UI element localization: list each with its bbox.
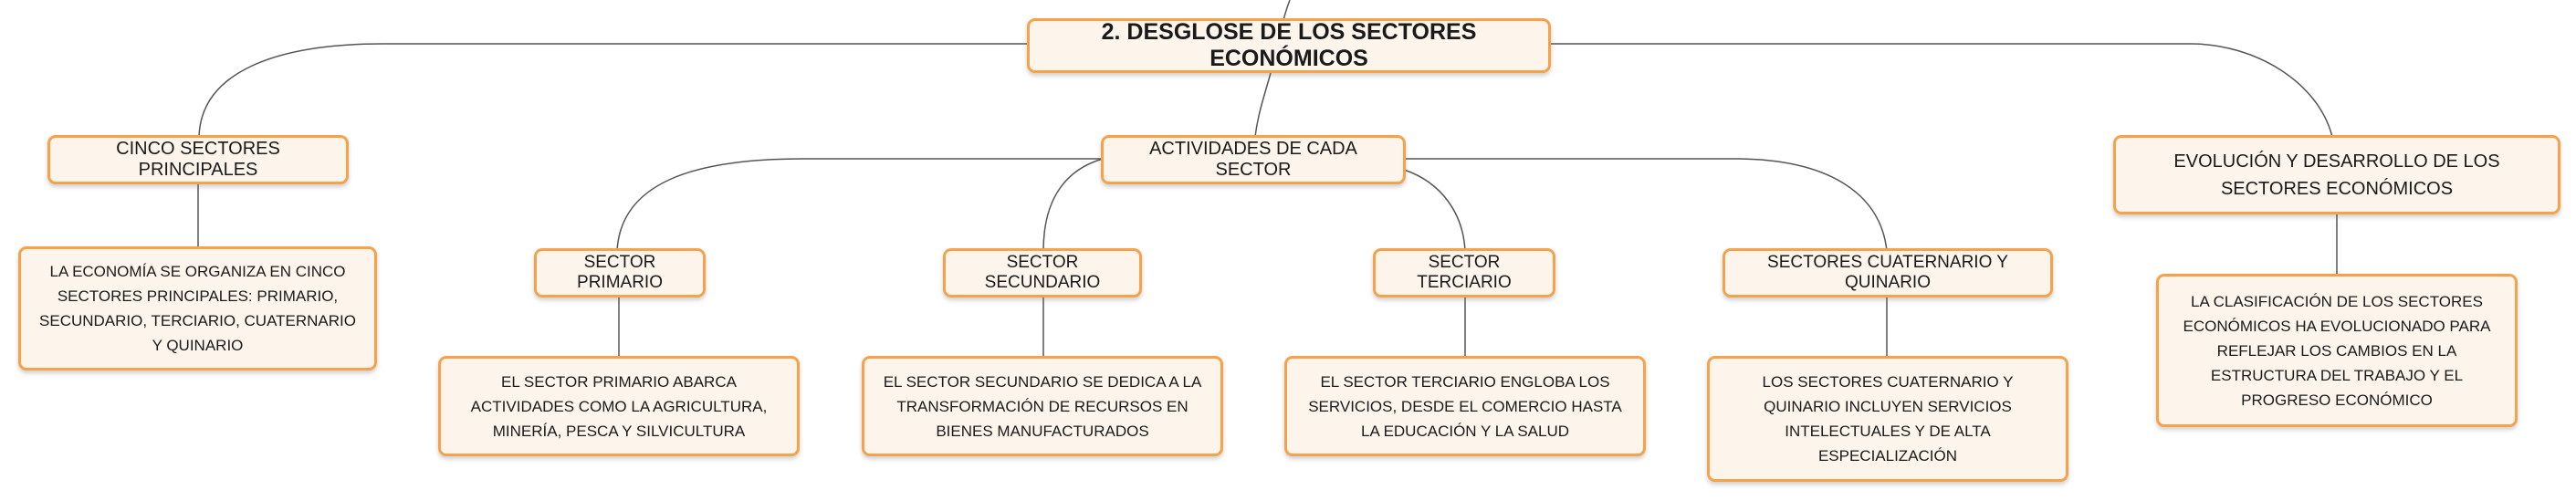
topic-sector-primario[interactable]: SECTOR PRIMARIO [534,248,706,297]
topic-sector-secundario[interactable]: SECTOR SECUNDARIO [943,248,1142,297]
detail-sector-terciario-text: EL SECTOR TERCIARIO ENGLOBA LOS SERVICIO… [1308,372,1622,440]
topic-evolucion[interactable]: EVOLUCIÓN Y DESARROLLO DE LOS SECTORES E… [2113,135,2560,214]
connector-act-terciario [1403,169,1466,252]
topic-sector-primario-label: SECTOR PRIMARIO [577,253,663,292]
connector-act-secundario [1042,158,1104,252]
connector-act-primario [616,158,1103,252]
root-topic[interactable]: 2. DESGLOSE DE LOS SECTORES ECONÓMICOS [1027,18,1551,73]
connector-root-actividades [1254,72,1272,138]
detail-sector-secundario-text: EL SECTOR SECUNDARIO SE DEDICA A LA TRAN… [883,372,1202,440]
detail-sector-terciario[interactable]: EL SECTOR TERCIARIO ENGLOBA LOS SERVICIO… [1284,356,1646,456]
connector-root-evolucion [1549,43,2333,138]
detail-sector-cuaternario[interactable]: LOS SECTORES CUATERNARIO Y QUINARIO INCL… [1707,356,2068,482]
root-topic-label: 2. DESGLOSE DE LOS SECTORES ECONÓMICOS [1101,19,1477,71]
topic-sector-terciario-label: SECTOR TERCIARIO [1417,253,1512,292]
detail-evolucion[interactable]: LA CLASIFICACIÓN DE LOS SECTORES ECONÓMI… [2156,274,2518,427]
topic-evolucion-label: EVOLUCIÓN Y DESARROLLO DE LOS SECTORES E… [2173,151,2500,199]
topic-actividades-label: ACTIVIDADES DE CADA SECTOR [1149,139,1357,180]
topic-sector-cuaternario[interactable]: SECTORES CUATERNARIO Y QUINARIO [1723,248,2053,297]
topic-cinco-sectores-label: CINCO SECTORES PRINCIPALES [116,139,280,180]
topic-sector-secundario-label: SECTOR SECUNDARIO [984,253,1101,292]
detail-sector-primario-text: EL SECTOR PRIMARIO ABARCA ACTIVIDADES CO… [470,372,768,440]
detail-sector-primario[interactable]: EL SECTOR PRIMARIO ABARCA ACTIVIDADES CO… [438,356,800,456]
topic-sector-cuaternario-label: SECTORES CUATERNARIO Y QUINARIO [1767,253,2008,292]
connector-root-cinco [198,43,1029,138]
connector-act-cuaternario [1404,158,1888,252]
topic-actividades[interactable]: ACTIVIDADES DE CADA SECTOR [1101,135,1406,184]
topic-sector-terciario[interactable]: SECTOR TERCIARIO [1373,248,1555,297]
detail-cinco-sectores[interactable]: LA ECONOMÍA SE ORGANIZA EN CINCO SECTORE… [18,246,377,371]
detail-sector-cuaternario-text: LOS SECTORES CUATERNARIO Y QUINARIO INCL… [1762,373,2014,464]
detail-cinco-sectores-text: LA ECONOMÍA SE ORGANIZA EN CINCO SECTORE… [39,263,356,354]
connector-parent [1283,0,1291,21]
topic-cinco-sectores[interactable]: CINCO SECTORES PRINCIPALES [47,135,349,184]
detail-sector-secundario[interactable]: EL SECTOR SECUNDARIO SE DEDICA A LA TRAN… [862,356,1223,456]
detail-evolucion-text: LA CLASIFICACIÓN DE LOS SECTORES ECONÓMI… [2183,292,2491,409]
